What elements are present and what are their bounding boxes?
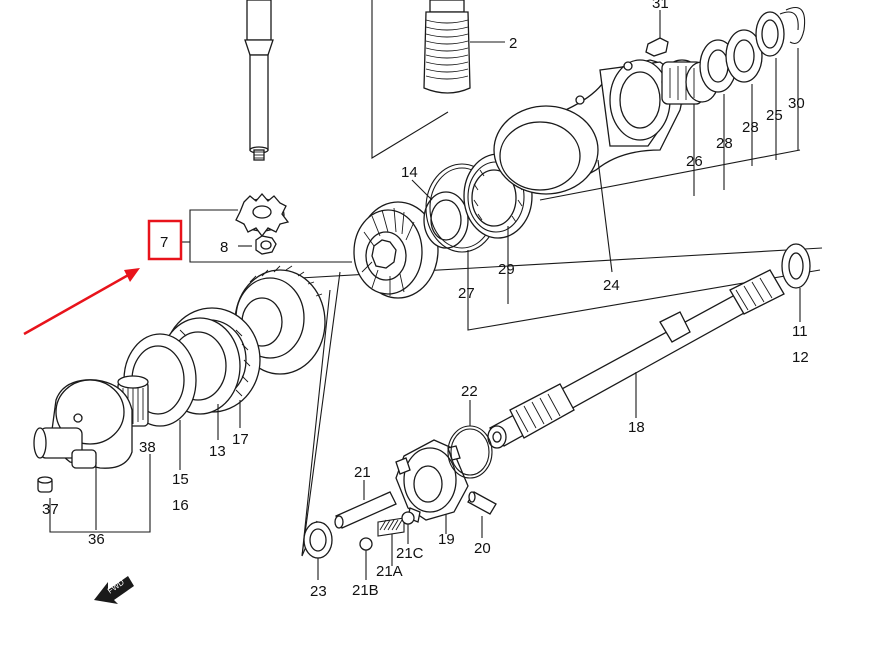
part-21a-spring bbox=[377, 517, 405, 566]
label-25: 25 bbox=[766, 107, 783, 124]
label-23: 23 bbox=[310, 583, 327, 600]
label-30: 30 bbox=[788, 95, 805, 112]
label-21: 21 bbox=[354, 464, 371, 481]
label-31: 31 bbox=[652, 0, 669, 12]
label-16: 16 bbox=[172, 497, 189, 514]
label-21a: 21A bbox=[376, 563, 403, 580]
vertical-drive-shaft bbox=[244, 0, 274, 161]
middle-leader-lines bbox=[467, 226, 821, 331]
label-15: 15 bbox=[172, 471, 189, 488]
right-leader-lines bbox=[539, 48, 801, 201]
part-8-nut bbox=[255, 235, 277, 255]
part-31-bolt bbox=[645, 10, 669, 57]
part-23-sleeve bbox=[303, 521, 333, 580]
label-21b: 21B bbox=[352, 582, 379, 599]
lower-left-leader-lines bbox=[49, 400, 241, 533]
part-37-pin bbox=[37, 476, 53, 493]
label-12: 12 bbox=[792, 349, 809, 366]
label-19: 19 bbox=[438, 531, 455, 548]
fwd-direction-arrow: FWD bbox=[94, 576, 134, 604]
label-26: 26 bbox=[686, 153, 703, 170]
label-13: 13 bbox=[209, 443, 226, 460]
label-24: 24 bbox=[603, 277, 620, 294]
label-8: 8 bbox=[220, 239, 228, 256]
reverse-gear bbox=[353, 201, 439, 299]
part-20-pin bbox=[467, 491, 497, 538]
part-24-shaft-housing bbox=[493, 59, 683, 273]
label-28b: 28 bbox=[742, 119, 759, 136]
label-7: 7 bbox=[160, 234, 168, 251]
part-26-bearing bbox=[661, 59, 719, 105]
label-21c: 21C bbox=[396, 545, 424, 562]
label-18: 18 bbox=[628, 419, 645, 436]
part-28-oil-seals bbox=[699, 29, 763, 93]
part-18-propeller-shaft bbox=[487, 269, 785, 449]
red-pointer-arrow bbox=[23, 268, 140, 336]
label-2: 2 bbox=[509, 35, 517, 52]
label-37: 37 bbox=[42, 501, 59, 518]
label-38: 38 bbox=[139, 439, 156, 456]
part-21-pin bbox=[334, 480, 397, 529]
part-21b-ball bbox=[359, 537, 373, 580]
part-21c-ball bbox=[401, 511, 415, 544]
label-22: 22 bbox=[461, 383, 478, 400]
label-20: 20 bbox=[474, 540, 491, 557]
part-11-12-washer bbox=[781, 243, 811, 322]
label-14: 14 bbox=[401, 164, 418, 181]
label-17: 17 bbox=[232, 431, 249, 448]
label-28a: 28 bbox=[716, 135, 733, 152]
label-11: 11 bbox=[792, 323, 808, 340]
part-36-bearing-housing bbox=[33, 379, 133, 469]
part-22-ring bbox=[447, 400, 493, 479]
label-27: 27 bbox=[458, 285, 475, 302]
pinion-gear bbox=[235, 193, 290, 238]
label-29: 29 bbox=[498, 261, 515, 278]
label-36: 36 bbox=[88, 531, 105, 548]
part-19-clutch-dog bbox=[395, 439, 469, 534]
part-30-clip bbox=[779, 6, 806, 45]
part-2-boot bbox=[371, 0, 505, 159]
part-25-washer bbox=[755, 11, 785, 57]
highlight-box-part-7 bbox=[147, 219, 183, 261]
